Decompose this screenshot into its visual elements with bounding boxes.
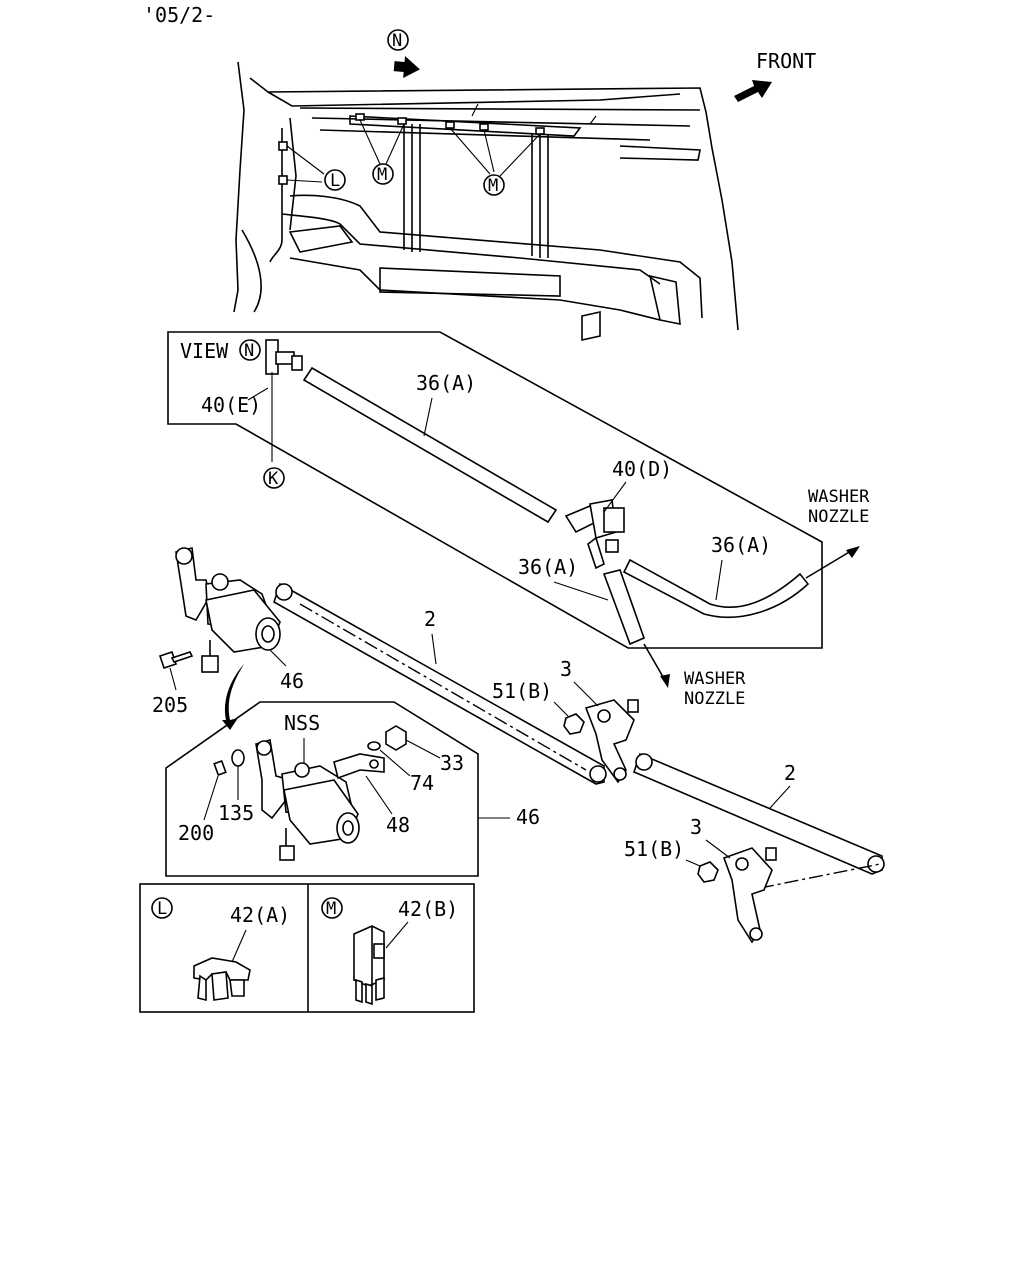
part-51B-upper-label: 51(B) (492, 679, 552, 703)
part-40E-label: 40(E) (201, 393, 261, 417)
view-arrow-icon (393, 56, 420, 78)
detail-arrow-icon (222, 664, 244, 730)
clip-detail-box (139, 883, 475, 1013)
clip-42B (353, 925, 385, 1006)
svg-text:M: M (377, 165, 387, 185)
date-code: '05/2- (143, 3, 215, 27)
hose-36A-mid (602, 569, 646, 646)
connector-40D (564, 499, 625, 570)
callout-N-top: N (387, 29, 409, 51)
washer-135 (231, 749, 245, 767)
part-74-label: 74 (410, 771, 434, 795)
clip-42A (193, 957, 251, 1002)
part-205-label: 205 (152, 693, 188, 717)
nut-51B-lower (697, 861, 719, 883)
bolt-205 (158, 650, 194, 670)
svg-text:K: K (268, 469, 279, 489)
part-33-label: 33 (440, 751, 464, 775)
view-n-frame (167, 331, 823, 649)
part-36A-top-label: 36(A) (416, 371, 476, 395)
nut-33 (385, 725, 407, 751)
callout-L-box: L (151, 897, 173, 919)
part-2-lower-label: 2 (784, 761, 796, 785)
part-36A-mid-label: 36(A) (518, 555, 578, 579)
wiper-motor-46 (175, 547, 281, 673)
washer-nozzle-lower-line2: NOZZLE (684, 689, 745, 709)
part-3-lower-label: 3 (690, 815, 702, 839)
svg-text:N: N (244, 341, 254, 361)
part-42B-label: 42(B) (398, 897, 458, 921)
hose-36A-long (302, 366, 558, 524)
callout-M-box: M (321, 897, 343, 919)
washer-nozzle-right-line1: WASHER (808, 487, 870, 507)
part-2-upper-label: 2 (424, 607, 436, 631)
callout-M-body-1: M (372, 163, 394, 185)
callout-M-body-2: M (483, 174, 505, 196)
callout-L-body: L (324, 169, 346, 191)
washer-74 (367, 741, 381, 751)
svg-text:M: M (326, 899, 336, 919)
washer-nozzle-right-line2: NOZZLE (808, 507, 869, 527)
motor-detail-frame (165, 701, 479, 877)
part-3-upper-label: 3 (560, 657, 572, 681)
part-135-label: 135 (218, 801, 254, 825)
front-label: FRONT (756, 49, 816, 73)
bracket-48 (333, 753, 385, 780)
svg-text:N: N (392, 31, 402, 51)
front-arrow-icon (734, 80, 772, 102)
nut-51B-upper (563, 713, 585, 735)
svg-text:M: M (488, 176, 498, 196)
nss-label: NSS (284, 711, 320, 735)
pivot-3-lower (722, 847, 777, 944)
part-51B-lower-label: 51(B) (624, 837, 684, 861)
wiper-motor-detail (255, 738, 360, 861)
part-46-motor-label: 46 (280, 669, 304, 693)
callout-K: K (263, 467, 285, 489)
vehicle-body-illustration (233, 61, 739, 341)
svg-text:L: L (330, 171, 340, 191)
part-42A-label: 42(A) (230, 903, 290, 927)
pivot-3-upper (584, 699, 639, 784)
pin-200 (213, 759, 227, 777)
svg-text:L: L (157, 899, 167, 919)
view-label: VIEW (180, 339, 229, 363)
part-46-detail-label: 46 (516, 805, 540, 829)
part-40D-label: 40(D) (612, 457, 672, 481)
connector-40E (265, 339, 303, 375)
hose-36A-right (622, 558, 810, 618)
part-48-label: 48 (386, 813, 410, 837)
part-36A-right-label: 36(A) (711, 533, 771, 557)
washer-nozzle-lower-line1: WASHER (684, 669, 746, 689)
arrow-to-nozzle-right-icon (805, 547, 857, 579)
callout-N-view: N (239, 339, 261, 361)
part-200-label: 200 (178, 821, 214, 845)
